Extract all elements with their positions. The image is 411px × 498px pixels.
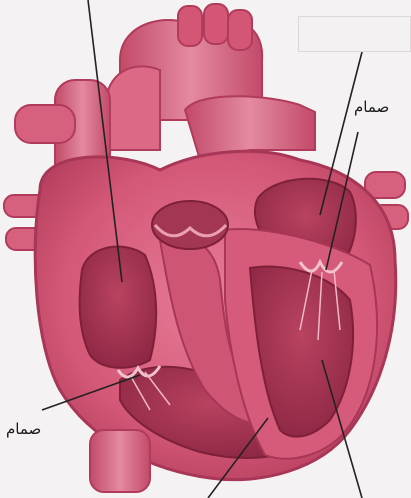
inferior-vena-cava (90, 430, 150, 492)
blank-label-box (298, 16, 411, 52)
right-atrium (80, 247, 157, 368)
valve-label-right: صمام (354, 98, 389, 116)
semilunar-valves (152, 201, 228, 249)
valve-label-left: صمام (6, 420, 41, 438)
